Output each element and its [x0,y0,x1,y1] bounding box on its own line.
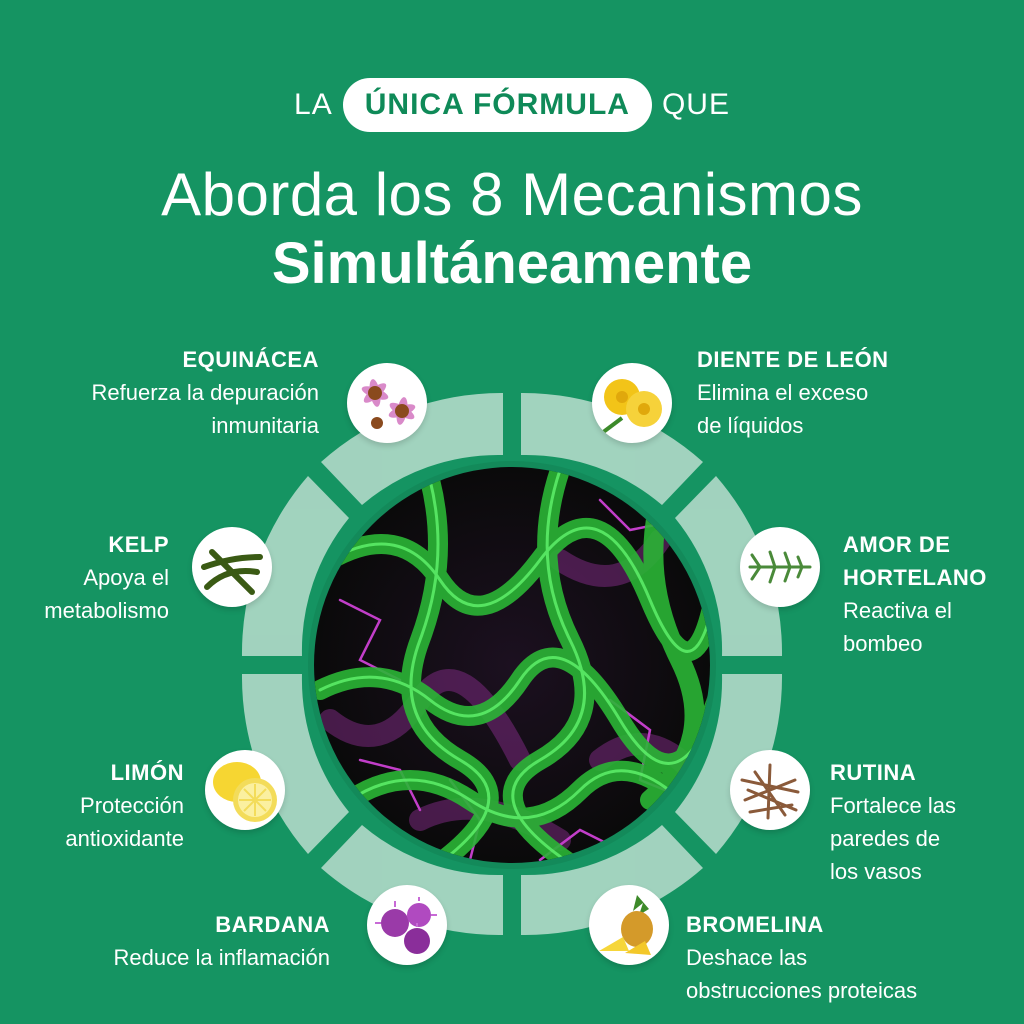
ring-segment-bottom-left [321,825,503,936]
cleavers-herb-icon [740,527,820,607]
ingredient-name: DIENTE DE LEÓN [697,347,889,372]
ingredient-desc: Apoya el [83,565,169,590]
ingredient-name: EQUINÁCEA [182,347,319,372]
ingredient-desc: paredes de [830,826,941,851]
ring-segments [241,392,783,936]
ingredient-amor-de-hortelano: AMOR DE HORTELANO Reactiva el bombeo [843,528,987,660]
ingredient-desc: metabolismo [44,598,169,623]
ingredient-name: HORTELANO [843,565,987,590]
ingredient-name: BROMELINA [686,912,824,937]
ring-segment-bottom-right [521,825,703,936]
subtitle-left: LA [294,88,333,121]
ingredient-desc: Fortalece las [830,793,956,818]
ingredient-kelp: KELP Apoya el metabolismo [44,528,169,627]
ingredient-desc: inmunitaria [211,413,319,438]
ring-segment-top-right [521,392,703,505]
ingredient-desc: Refuerza la depuración [91,380,319,405]
ring-segment-left-upper [241,476,349,656]
ingredient-desc: de líquidos [697,413,804,438]
ingredient-bromelina: BROMELINA Deshace las obstrucciones prot… [686,908,917,1007]
rutin-fiber-icon [730,750,810,830]
pineapple-icon [589,885,669,965]
burdock-flower-icon [367,885,447,965]
ingredient-bardana: BARDANA Reduce la inflamación [114,908,330,974]
ingredient-rutina: RUTINA Fortalece las paredes de los vaso… [830,756,956,888]
ingredient-desc: obstrucciones proteicas [686,978,918,1003]
dandelion-flower-icon [592,363,672,443]
ingredient-name: BARDANA [215,912,330,937]
ring-segment-left-lower [241,674,349,854]
ring-segment-right-upper [675,476,783,656]
ingredient-name: AMOR DE [843,532,951,557]
echinacea-flower-icon [347,363,427,443]
ingredient-equinacea: EQUINÁCEA Refuerza la depuración inmunit… [92,343,319,442]
lymphatic-vessels-image [308,461,716,869]
page-title-line1: Aborda los 8 Mecanismos [161,161,863,228]
ingredient-diente-de-leon: DIENTE DE LEÓN Elimina el exceso de líqu… [697,343,889,442]
kelp-seaweed-icon [192,527,272,607]
ring-segment-top-left [321,392,503,505]
subtitle-row: LA ÚNICA FÓRMULA QUE [0,78,1024,132]
ingredient-name: LIMÓN [110,760,184,785]
ingredient-desc: los vasos [830,859,922,884]
ingredient-desc: Elimina el exceso [697,380,869,405]
ingredient-desc: Reduce la inflamación [113,945,330,970]
formula-pill: ÚNICA FÓRMULA [342,78,652,132]
ring-segment-right-lower [675,674,783,854]
ingredient-desc: Deshace las [686,945,808,970]
ingredient-name: KELP [108,532,169,557]
ingredient-limon: LIMÓN Protección antioxidante [65,756,184,855]
ingredient-desc: bombeo [843,631,923,656]
page-title-line2: Simultáneamente [271,231,753,296]
ingredient-desc: Reactiva el [843,598,952,623]
subtitle-right: QUE [661,88,730,121]
ingredient-desc: antioxidante [65,826,184,851]
ingredient-name: RUTINA [830,760,917,785]
lemon-icon [205,750,285,830]
ingredient-desc: Protección [80,793,184,818]
